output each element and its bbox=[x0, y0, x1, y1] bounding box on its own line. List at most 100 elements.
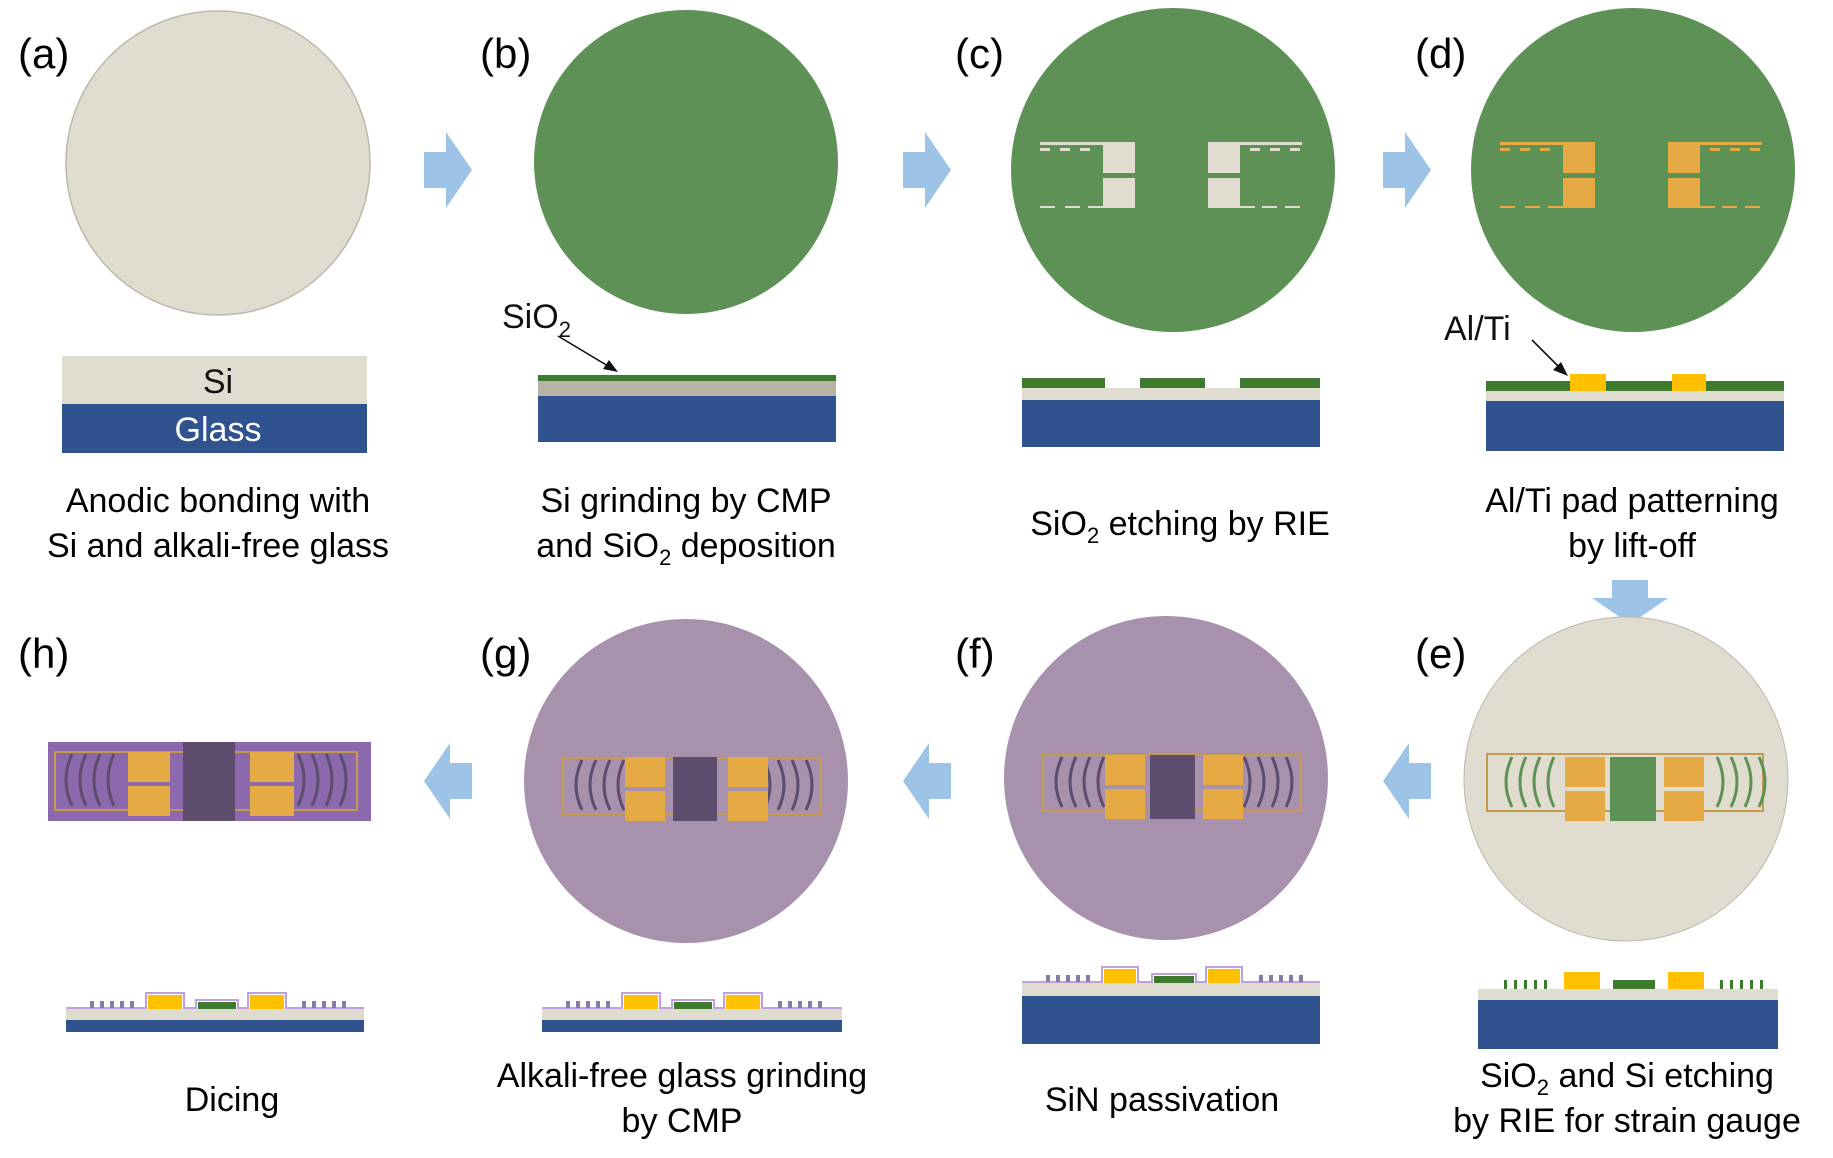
metal-pad bbox=[1105, 789, 1145, 819]
caption-a: Anodic bonding with Si and alkali-free g… bbox=[47, 482, 389, 565]
glass-layer bbox=[1486, 401, 1784, 451]
cross-section-a: Si Glass bbox=[62, 356, 367, 453]
opening-pattern-c bbox=[1040, 142, 1302, 208]
flow-arrows bbox=[424, 132, 1668, 819]
caption-d: Al/Ti pad patterning by lift-off bbox=[1485, 482, 1779, 565]
caption-b: Si grinding by CMP and SiO2 deposition bbox=[536, 482, 836, 570]
center-oxide-block bbox=[1610, 757, 1656, 821]
metal-pad bbox=[625, 791, 665, 821]
device-pattern-f bbox=[1042, 754, 1302, 819]
wafer-d bbox=[1471, 8, 1795, 332]
step-label-g: (g) bbox=[480, 630, 531, 677]
step-label-f: (f) bbox=[955, 630, 995, 677]
metal-pad bbox=[1565, 791, 1605, 821]
caption-a-line1: Anodic bonding with bbox=[66, 482, 370, 520]
wafer-a bbox=[65, 10, 371, 316]
alti-callout-label: Al/Ti bbox=[1444, 310, 1511, 348]
step-c bbox=[1011, 8, 1335, 447]
step-b: SiO2 bbox=[502, 10, 838, 442]
caption-f-line1: SiN passivation bbox=[1045, 1081, 1279, 1119]
step-label-d: (d) bbox=[1415, 30, 1466, 77]
arrow-g-h bbox=[424, 743, 472, 819]
step-h bbox=[48, 742, 371, 1032]
metal-pad bbox=[1203, 755, 1243, 785]
caption-c-line1: SiO2 etching by RIE bbox=[1030, 505, 1330, 548]
metal-pad bbox=[128, 752, 170, 782]
wafer-b bbox=[534, 10, 838, 314]
caption-c: SiO2 etching by RIE bbox=[1030, 505, 1330, 548]
alti-callout-line bbox=[1531, 339, 1561, 369]
device-pattern-g bbox=[562, 757, 822, 821]
metal-pad bbox=[1203, 789, 1243, 819]
sio2-callout-arrowhead bbox=[603, 360, 618, 372]
alti-pad bbox=[1668, 972, 1704, 989]
cross-section-h bbox=[66, 992, 364, 1032]
caption-g-line2: by CMP bbox=[622, 1102, 743, 1140]
sio2-segment bbox=[1240, 378, 1320, 388]
caption-h-line1: Dicing bbox=[185, 1081, 279, 1119]
step-g bbox=[524, 619, 848, 1032]
glass-layer bbox=[542, 1020, 842, 1032]
caption-g: Alkali-free glass grinding by CMP bbox=[497, 1057, 867, 1140]
center-oxide bbox=[1613, 980, 1655, 989]
alti-pad bbox=[1208, 969, 1240, 983]
step-label-a: (a) bbox=[18, 30, 69, 77]
cross-section-b bbox=[538, 375, 836, 442]
pad-pattern-d bbox=[1500, 142, 1762, 208]
glass-layer bbox=[1022, 400, 1320, 447]
cross-section-e bbox=[1478, 972, 1778, 1049]
si-layer bbox=[66, 1009, 364, 1020]
device-pattern-e bbox=[1486, 753, 1767, 821]
alti-pad bbox=[1672, 374, 1706, 391]
step-label-h: (h) bbox=[18, 630, 69, 677]
sio2-callout-line bbox=[557, 335, 609, 367]
caption-a-line2: Si and alkali-free glass bbox=[47, 527, 389, 565]
center-block bbox=[673, 757, 717, 821]
metal-pad bbox=[1105, 755, 1145, 785]
si-layer bbox=[1478, 989, 1778, 1000]
glass-layer-label: Glass bbox=[175, 411, 262, 449]
caption-d-line2: by lift-off bbox=[1568, 527, 1696, 565]
center-block bbox=[183, 742, 235, 821]
glass-layer bbox=[66, 1020, 364, 1032]
alti-pad bbox=[148, 995, 182, 1009]
cross-section-c bbox=[1022, 378, 1320, 447]
si-layer bbox=[1022, 388, 1320, 400]
alti-callout-arrowhead bbox=[1553, 362, 1568, 376]
cross-section-g bbox=[542, 992, 842, 1032]
arrow-e-f bbox=[1383, 743, 1431, 819]
si-layer bbox=[1486, 391, 1784, 401]
arrow-c-d bbox=[1383, 132, 1431, 208]
step-label-c: (c) bbox=[955, 30, 1004, 77]
step-f bbox=[1004, 616, 1328, 1044]
caption-e-line2: by RIE for strain gauge bbox=[1453, 1102, 1801, 1140]
step-label-b: (b) bbox=[480, 30, 531, 77]
sio2-layer bbox=[538, 375, 836, 381]
step-a: Si Glass bbox=[62, 10, 371, 453]
glass-layer bbox=[1478, 1000, 1778, 1049]
metal-pad bbox=[1664, 791, 1704, 821]
caption-d-line1: Al/Ti pad patterning bbox=[1485, 482, 1779, 520]
caption-g-line1: Alkali-free glass grinding bbox=[497, 1057, 867, 1095]
step-e bbox=[1463, 616, 1789, 1049]
sio2-segment bbox=[1140, 378, 1205, 388]
metal-pad bbox=[250, 786, 294, 816]
si-layer bbox=[538, 381, 836, 396]
metal-pad bbox=[625, 757, 665, 787]
glass-layer bbox=[1022, 996, 1320, 1044]
metal-pad bbox=[250, 752, 294, 782]
metal-pad bbox=[728, 757, 768, 787]
caption-e: SiO2 and Si etching by RIE for strain ga… bbox=[1453, 1057, 1801, 1140]
si-layer bbox=[1022, 983, 1320, 996]
diced-chip-h bbox=[48, 742, 371, 821]
alti-pad bbox=[1564, 972, 1600, 989]
wafer-c bbox=[1011, 8, 1335, 332]
alti-pad bbox=[624, 995, 658, 1009]
caption-h: Dicing bbox=[185, 1081, 279, 1119]
cross-section-f bbox=[1022, 966, 1320, 1044]
center-block bbox=[1150, 755, 1195, 819]
arrow-a-b bbox=[424, 132, 472, 208]
alti-pad bbox=[250, 995, 284, 1009]
metal-pad bbox=[1664, 757, 1704, 787]
